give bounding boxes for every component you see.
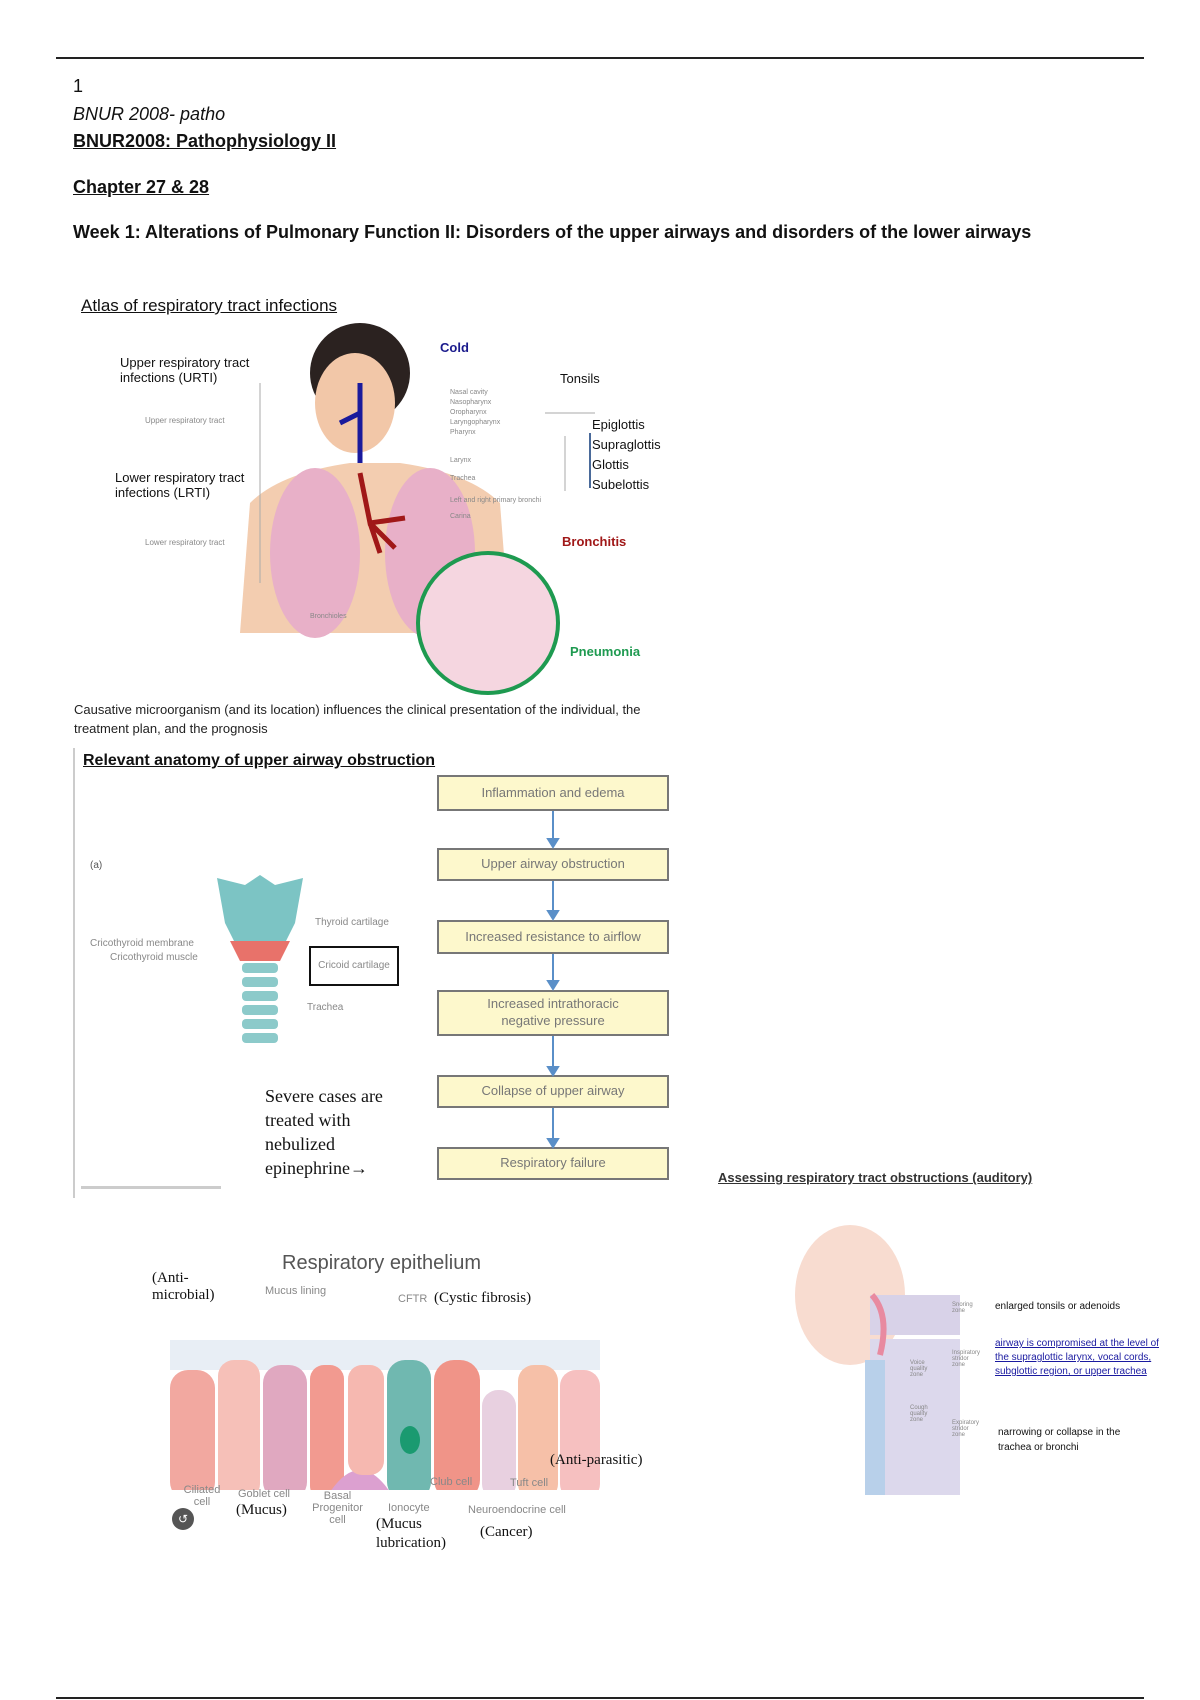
- epithelium-title: Respiratory epithelium: [282, 1252, 481, 1274]
- mucus-lining-label: Mucus lining: [265, 1285, 327, 1297]
- trachea-label: Trachea: [307, 1002, 344, 1013]
- snoring-note: enlarged tonsils or adenoids: [995, 1301, 1121, 1312]
- cftr-label: CFTR: [398, 1293, 428, 1305]
- pneumonia-label: Pneumonia: [570, 644, 641, 659]
- airway-figure: Relevant anatomy of upper airway obstruc…: [73, 748, 683, 1198]
- cold-label: Cold: [440, 340, 469, 355]
- structure-label: Trachea: [450, 475, 476, 482]
- flow-step: Collapse of upper airway: [437, 1075, 669, 1108]
- atlas-title: Atlas of respiratory tract infections: [81, 296, 338, 315]
- thyroid-cartilage-label: Thyroid cartilage: [315, 917, 389, 928]
- structure-label: Laryngopharynx: [450, 419, 501, 426]
- zone-label: Voice quality zone: [910, 1360, 928, 1378]
- flow-step: Increased resistance to airflow: [437, 920, 669, 954]
- lower-tract-label: Lower respiratory tract: [145, 538, 225, 547]
- bronchitis-label: Bronchitis: [562, 534, 627, 549]
- cystic-fibrosis-note: (Cystic fibrosis): [434, 1290, 532, 1306]
- chapter-heading: Chapter 27 & 28: [73, 177, 210, 197]
- cancer-note: (Cancer): [480, 1524, 533, 1540]
- cell-label: Tuft cell: [510, 1477, 549, 1489]
- cell-label: Club cell: [430, 1476, 473, 1488]
- panel-label: (a): [90, 860, 103, 871]
- top-rule: [56, 57, 1144, 59]
- cell-label: Ciliated cell: [183, 1484, 221, 1508]
- larynx-regions: Epiglottis Supraglottis Glottis Subelott…: [592, 415, 661, 495]
- airway-title: Relevant anatomy of upper airway obstruc…: [83, 752, 436, 769]
- atlas-figure: Atlas of respiratory tract infections Up…: [70, 293, 682, 703]
- week-heading: Week 1: Alterations of Pulmonary Functio…: [73, 222, 1032, 242]
- anti-microbial-note: (Anti-microbial): [152, 1270, 215, 1303]
- flow-step: Respiratory failure: [437, 1147, 669, 1180]
- cricoid-cartilage-label: Cricoid cartilage: [309, 946, 399, 986]
- child-airway-illustration: [795, 1225, 960, 1495]
- urti-label: Upper respiratory tract infections (URTI…: [120, 355, 250, 385]
- share-icon[interactable]: ↺: [172, 1508, 194, 1530]
- structure-label: Left and right primary bronchi: [450, 497, 542, 504]
- structure-label: Nasal cavity: [450, 389, 488, 396]
- course-title: BNUR2008: Pathophysiology II: [73, 131, 337, 151]
- larynx-illustration: [217, 875, 303, 1043]
- structure-label: Oropharynx: [450, 409, 487, 416]
- atlas-caption: Causative microorganism (and its locatio…: [74, 702, 641, 736]
- epinephrine-note: Severe cases are treated with nebulized …: [265, 1086, 383, 1178]
- epithelium-figure: Respiratory epithelium (Anti-microbial) …: [150, 1240, 690, 1570]
- flow-step: Inflammation and edema: [437, 775, 669, 811]
- structure-label: Larynx: [450, 457, 472, 464]
- larynx-region: Glottis: [592, 457, 629, 472]
- mucus-lubrication-note: (Mucus lubrication): [376, 1516, 446, 1551]
- lrti-label: Lower respiratory tract infections (LRTI…: [115, 470, 245, 500]
- assessing-figure: Snoring zone Inspiratory stridor zone Vo…: [790, 1225, 1180, 1495]
- cell-label: Goblet cell: [238, 1488, 290, 1500]
- expiratory-note: narrowing or collapse in the trachea or …: [998, 1427, 1121, 1453]
- source-url: [81, 1186, 221, 1189]
- cricothyroid-membrane-label: Cricothyroid membrane: [90, 938, 194, 949]
- torso-illustration: [240, 323, 595, 695]
- flow-step: Increased intrathoracic negative pressur…: [437, 990, 669, 1036]
- larynx-region: Subelottis: [592, 477, 650, 492]
- cell-label: Neuroendocrine cell: [468, 1504, 566, 1516]
- structure-label: Pharynx: [450, 429, 476, 436]
- upper-tract-label: Upper respiratory tract: [145, 416, 225, 425]
- cricothyroid-muscle-label: Cricothyroid muscle: [110, 952, 198, 963]
- zone-label: Inspiratory stridor zone: [952, 1350, 981, 1368]
- cell-label: Basal Progenitor cell: [312, 1490, 363, 1526]
- flow-arrows: [546, 811, 560, 1149]
- zone-label: Expiratory stridor zone: [952, 1420, 980, 1438]
- zone-label: Cough quality zone: [910, 1405, 928, 1423]
- zone-label: Snoring zone: [952, 1302, 973, 1314]
- structure-labels: Nasal cavity Nasopharynx Oropharynx Lary…: [310, 388, 560, 622]
- running-title: BNUR 2008- patho: [73, 104, 226, 124]
- structure-label: Carina: [450, 513, 471, 520]
- assessing-title: Assessing respiratory tract obstructions…: [718, 1170, 1033, 1185]
- anti-parasitic-note: (Anti-parasitic): [550, 1452, 643, 1468]
- mucus-note: (Mucus): [236, 1502, 287, 1518]
- structure-label: Nasopharynx: [450, 399, 492, 406]
- larynx-region: Supraglottis: [592, 437, 661, 452]
- larynx-region: Epiglottis: [592, 417, 645, 432]
- epithelium-cells: [170, 1340, 600, 1490]
- bottom-rule: [56, 1697, 1144, 1699]
- flow-step: Upper airway obstruction: [437, 848, 669, 881]
- cell-label: Ionocyte: [388, 1502, 430, 1514]
- structure-label: Bronchioles: [310, 613, 347, 620]
- tonsils-label: Tonsils: [560, 371, 600, 386]
- page-number: 1: [73, 76, 84, 96]
- inspiratory-note: airway is compromised at the level of th…: [995, 1338, 1159, 1377]
